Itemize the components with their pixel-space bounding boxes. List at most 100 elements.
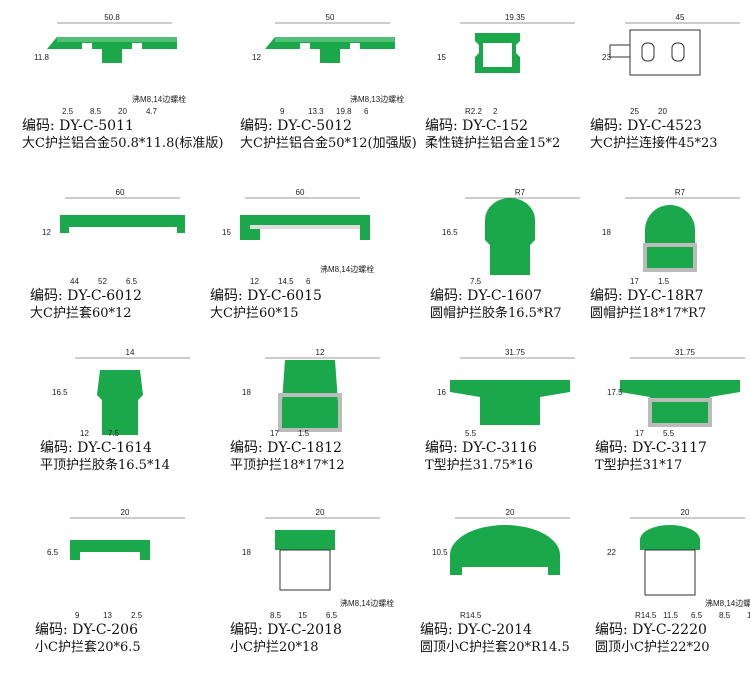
extra-dimension: 52 [98,277,107,286]
width-dimension: R7 [515,188,526,197]
product-name: 圆帽护拦18*17*R7 [590,306,707,321]
extra-dimension: 5.5 [663,429,675,438]
extra-dimension: 25 [630,107,639,116]
extra-dimension: 15 [298,611,307,620]
width-dimension: 19.35 [505,13,526,22]
product-name: 平顶护拦18*17*12 [230,458,345,473]
profile-drawing: R7 16.5 7.5 [442,188,580,286]
width-dimension: 31.75 [505,348,526,357]
product-code: DY-C-206 [72,622,138,638]
width-dimension: 60 [116,188,125,197]
code-label: 编码: [425,440,463,456]
code-label: 编码: [595,440,633,456]
extra-dimension: 2 [493,107,498,116]
product-name: 大C护拦铝合金50.8*11.8(标准版) [22,136,224,151]
code-label: 编码: [40,440,78,456]
extra-dimension: 15 [747,611,750,620]
extra-dimension: 13.3 [308,107,324,116]
extra-dimension: 1.5 [298,429,310,438]
product-name: 大C护拦60*15 [210,306,299,321]
width-dimension: 31.75 [675,348,696,357]
extra-dimension: 7.5 [470,277,482,286]
extra-dimension: 17 [630,277,639,286]
height-dimension: 23 [602,53,611,62]
height-dimension: 18 [242,548,251,557]
product-name: 大C护拦套60*12 [30,306,132,321]
height-dimension: 16.5 [442,228,458,237]
product-code: DY-C-6015 [247,288,322,304]
extra-dimension: 19.8 [336,107,352,116]
extra-dimension: 8.5 [719,611,731,620]
extra-dimension: 6.5 [326,611,338,620]
product-name: 圆帽护拦胶条16.5*R7 [430,306,562,321]
product-code: DY-C-1812 [267,440,342,456]
extra-dimension: 4.7 [146,107,158,116]
width-dimension: 12 [316,348,325,357]
extra-dimension: 6 [364,107,369,116]
bolt-note: 沸M8,14边螺栓 [320,264,374,274]
width-dimension: 20 [316,508,325,517]
extra-dimension: 20 [118,107,127,116]
code-label: 编码: [425,118,463,134]
height-dimension: 6.5 [47,548,59,557]
code-label: 编码: [590,118,628,134]
extra-dimension: 44 [70,277,79,286]
extra-dimension: 12 [250,277,259,286]
extra-dimension: 20 [658,107,667,116]
code-label: 编码: [210,288,248,304]
extra-dimension: 9 [75,611,80,620]
width-dimension: 14 [126,348,135,357]
product-name: 小C护拦20*18 [230,640,319,655]
bolt-note: 沸M8,13边螺栓 [350,94,404,104]
extra-dimension: 9 [280,107,285,116]
code-label: 编码: [420,622,458,638]
code-label: 编码: [230,440,268,456]
caption: 编码: DY-C-6015 大C护拦60*15 [210,288,390,322]
width-dimension: R7 [675,188,686,197]
product-name: 小C护拦套20*6.5 [35,640,141,655]
extra-dimension: 8.5 [270,611,282,620]
width-dimension: 50 [326,13,335,22]
extra-dimension: 2.5 [131,611,143,620]
height-dimension: 16 [437,388,446,397]
product-code: DY-C-4523 [627,118,702,134]
product-name: 平顶护拦胶条16.5*14 [40,458,170,473]
product-code: DY-C-2018 [267,622,342,638]
profile-drawing: 31.75 16 5.5 [437,348,575,438]
code-label: 编码: [230,622,268,638]
product-code: DY-C-2220 [632,622,707,638]
code-label: 编码: [590,288,628,304]
extra-dimension: R14.5 [460,611,482,620]
code-label: 编码: [240,118,278,134]
extra-dimension: 5.5 [465,429,477,438]
